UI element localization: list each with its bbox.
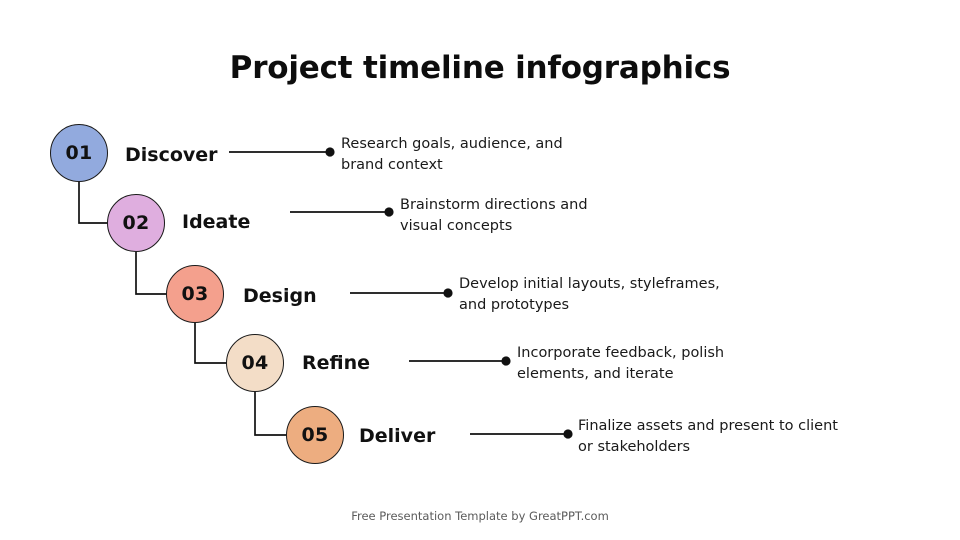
step-description-04: Incorporate feedback, polish elements, a… <box>517 345 725 382</box>
step-label-01: Discover <box>125 144 218 166</box>
step-number-04: 04 <box>241 351 269 374</box>
step-label-03: Design <box>243 285 317 307</box>
step-circle-03[interactable]: 03 <box>166 265 224 323</box>
step-label-02: Ideate <box>182 211 251 233</box>
step-description-01: Research goals, audience, and brand cont… <box>341 136 563 173</box>
elbow-02-03 <box>135 252 166 295</box>
step-circle-05[interactable]: 05 <box>286 406 344 464</box>
leader-dot-04 <box>501 356 511 366</box>
step-number-03: 03 <box>181 282 209 305</box>
footer-credit: Free Presentation Template by GreatPPT.c… <box>351 509 609 523</box>
leader-dot-03 <box>443 288 453 298</box>
page-title: Project timeline infographics <box>229 50 731 86</box>
step-description-02: Brainstorm directions and visual concept… <box>400 197 588 234</box>
leader-dot-02 <box>384 207 394 217</box>
step-number-02: 02 <box>122 211 150 234</box>
step-description-05: Finalize assets and present to client or… <box>578 418 838 455</box>
step-label-04: Refine <box>302 352 371 374</box>
step-circle-01[interactable]: 01 <box>50 124 108 182</box>
step-circle-04[interactable]: 04 <box>226 334 284 392</box>
elbow-03-04 <box>194 323 226 364</box>
elbow-01-02 <box>78 182 107 224</box>
step-number-01: 01 <box>65 141 93 164</box>
step-label-05: Deliver <box>359 425 436 447</box>
step-number-05: 05 <box>301 423 329 446</box>
leader-dot-01 <box>325 147 335 157</box>
step-description-03: Develop initial layouts, styleframes, an… <box>459 276 720 313</box>
elbow-04-05 <box>254 392 286 436</box>
step-circle-02[interactable]: 02 <box>107 194 165 252</box>
leader-dot-05 <box>563 429 573 439</box>
